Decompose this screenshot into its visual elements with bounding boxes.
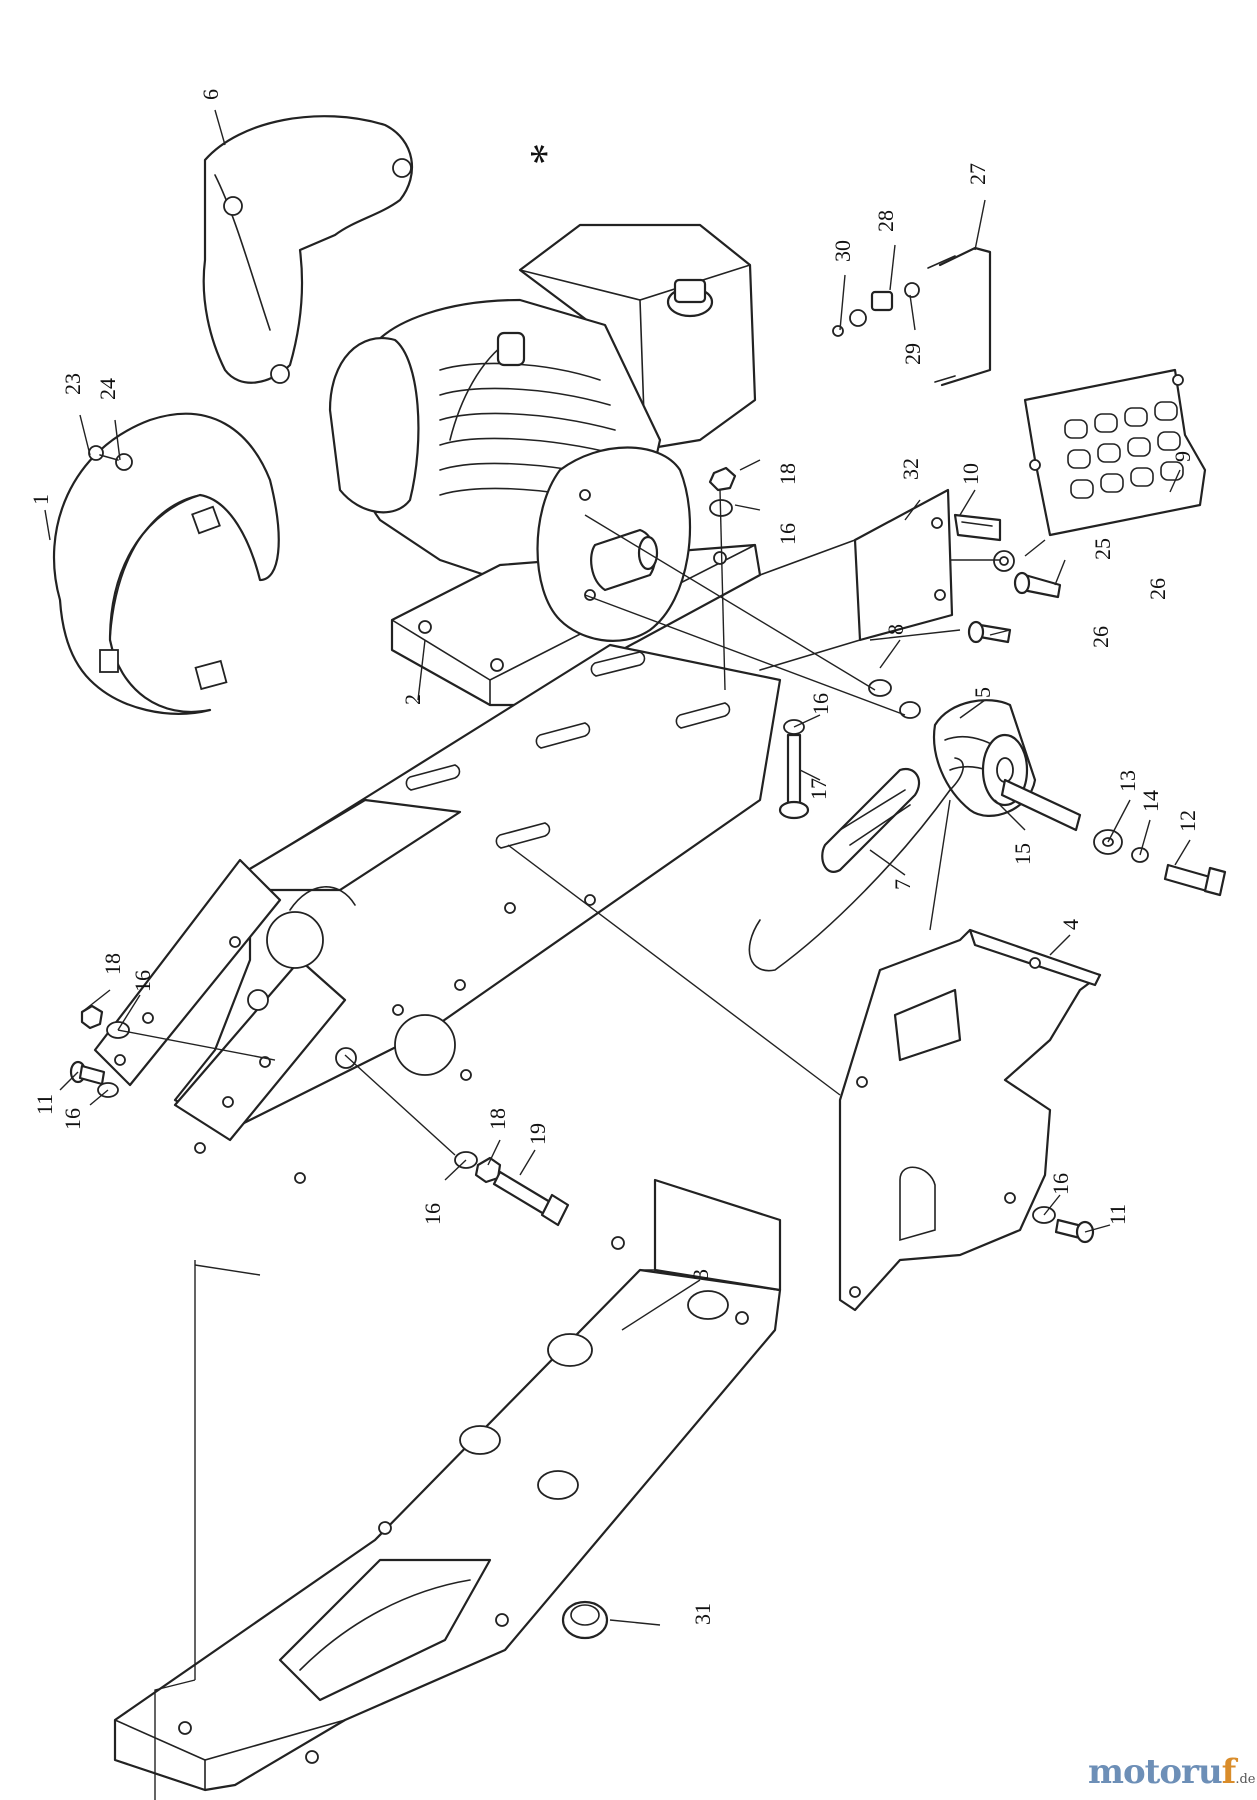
part-26-bolt-upper (1013, 571, 1062, 599)
label-16-frame: 16 (808, 693, 833, 715)
label-23: 23 (60, 373, 85, 395)
label-8: 8 (883, 624, 908, 635)
watermark-accent-letter: f (1221, 1752, 1237, 1792)
label-10: 10 (958, 463, 983, 485)
motoruf-watermark-logo: motoruf.de (1088, 1752, 1255, 1792)
part-17-bolt (778, 733, 810, 820)
label-18-center: 18 (485, 1108, 510, 1130)
label-9: 9 (1170, 451, 1195, 462)
label-16-engine: 16 (775, 523, 800, 545)
label-15: 15 (1010, 843, 1035, 865)
part-7-v-belt (748, 757, 964, 972)
part-10-bracket (953, 513, 1002, 542)
callout-labels: * 1 2 3 4 5 6 7 8 9 10 11 11 12 13 14 15… (28, 89, 1200, 1625)
label-26-lower: 26 (1088, 626, 1113, 648)
part-4-side-plate (838, 928, 1102, 1312)
part-26-bolt-lower (967, 620, 1012, 644)
label-3: 3 (688, 1269, 713, 1280)
label-16-left-lower: 16 (60, 1108, 85, 1130)
part-18-nut-left (80, 1004, 104, 1030)
label-7: 7 (890, 879, 915, 890)
label-19: 19 (525, 1123, 550, 1145)
label-27: 27 (965, 163, 990, 185)
label-6: 6 (198, 89, 223, 100)
part-2-main-frame (93, 643, 782, 1184)
part-3-lower-chute (113, 1178, 782, 1792)
label-16-sideplate: 16 (1048, 1173, 1073, 1195)
label-14: 14 (1138, 790, 1163, 812)
label-29: 29 (900, 343, 925, 365)
part-25-washer (993, 550, 1015, 572)
label-11-right: 11 (1105, 1204, 1130, 1225)
part-15-shaft (1000, 778, 1082, 832)
label-18-engine: 18 (775, 463, 800, 485)
watermark-suffix: .de (1235, 1772, 1256, 1787)
watermark-main-text: motoru (1088, 1752, 1223, 1792)
engine-assembly (328, 223, 762, 707)
label-24: 24 (95, 378, 120, 400)
label-13: 13 (1115, 770, 1140, 792)
assembly-lines (117, 489, 1000, 1800)
part-18-nut-engine (708, 466, 737, 492)
part-6-belt-cover-upper (202, 115, 414, 384)
label-18-left: 18 (100, 953, 125, 975)
label-31: 31 (690, 1603, 715, 1625)
label-1: 1 (28, 494, 53, 505)
label-12: 12 (1175, 810, 1200, 832)
part-19-bolt (492, 1170, 570, 1227)
label-2: 2 (400, 694, 425, 705)
label-16-left-upper: 16 (130, 970, 155, 992)
label-engine-star: * (521, 143, 570, 165)
label-17: 17 (806, 778, 831, 800)
part-12-bolt (1163, 863, 1227, 897)
label-4: 4 (1058, 919, 1083, 930)
label-16-center: 16 (420, 1203, 445, 1225)
part-1-belt-guard-band (52, 412, 280, 715)
label-11-left: 11 (32, 1094, 57, 1115)
part-31-plug (561, 1600, 609, 1640)
label-30: 30 (830, 240, 855, 262)
part-27-u-bolt (927, 246, 992, 387)
part-28-29-30-clamp-hardware (832, 282, 920, 337)
part-9-grate (1023, 368, 1207, 537)
label-5: 5 (970, 687, 995, 698)
label-32: 32 (898, 458, 923, 480)
label-25: 25 (1090, 538, 1115, 560)
part-32-plate (759, 488, 954, 671)
label-26-upper: 26 (1145, 578, 1170, 600)
callout-lines (44, 109, 1191, 1626)
part-11-screw-left (69, 1060, 106, 1086)
part-8-washers (868, 679, 921, 719)
label-28: 28 (873, 210, 898, 232)
